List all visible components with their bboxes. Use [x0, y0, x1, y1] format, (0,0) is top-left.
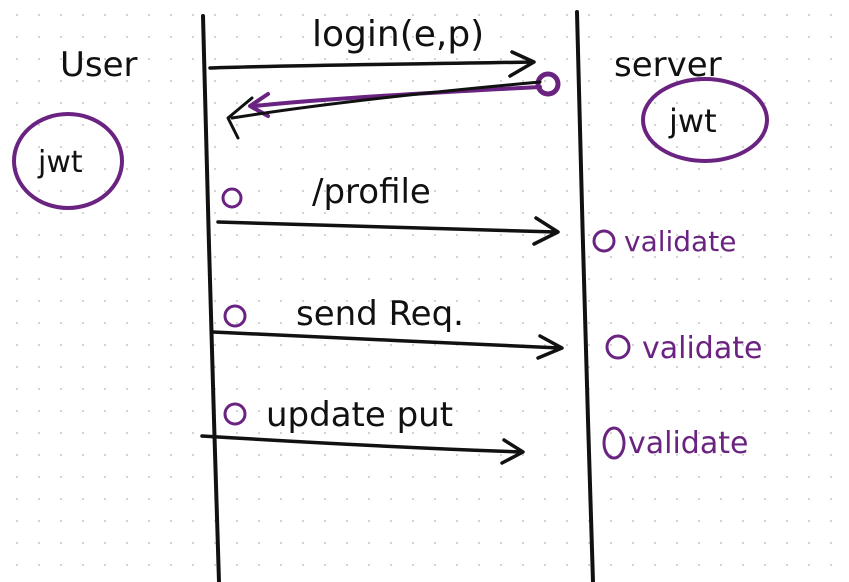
profile-step-circle	[221, 187, 243, 209]
login-message-label: login(e,p)	[312, 14, 484, 55]
send-req-arrow	[211, 330, 564, 360]
validate-3-label: validate	[628, 426, 748, 461]
server-jwt-circle	[641, 77, 769, 163]
send-req-step-circle	[223, 304, 247, 328]
validate-3-circle	[602, 426, 626, 460]
response-origin-dot	[535, 71, 561, 97]
user-jwt-circle	[12, 112, 124, 210]
login-response-arrow-purple	[248, 85, 542, 118]
validate-1-circle	[592, 229, 616, 253]
update-put-message-label: update put	[266, 395, 453, 435]
server-lifeline	[575, 10, 595, 582]
validate-2-label: validate	[642, 331, 762, 366]
profile-message-label: /profile	[312, 172, 431, 212]
validate-1-label: validate	[624, 225, 736, 258]
profile-request-arrow	[216, 216, 560, 246]
user-actor-label: User	[60, 45, 138, 85]
user-jwt-label: jwt	[37, 145, 83, 180]
server-jwt-label: jwt	[668, 102, 717, 140]
update-put-step-circle	[223, 402, 247, 426]
login-request-arrow	[208, 50, 536, 78]
user-lifeline	[201, 14, 221, 582]
login-response-arrow-black	[226, 80, 542, 140]
send-req-message-label: send Req.	[296, 294, 464, 334]
validate-2-circle	[605, 334, 631, 360]
update-put-arrow	[200, 434, 525, 465]
